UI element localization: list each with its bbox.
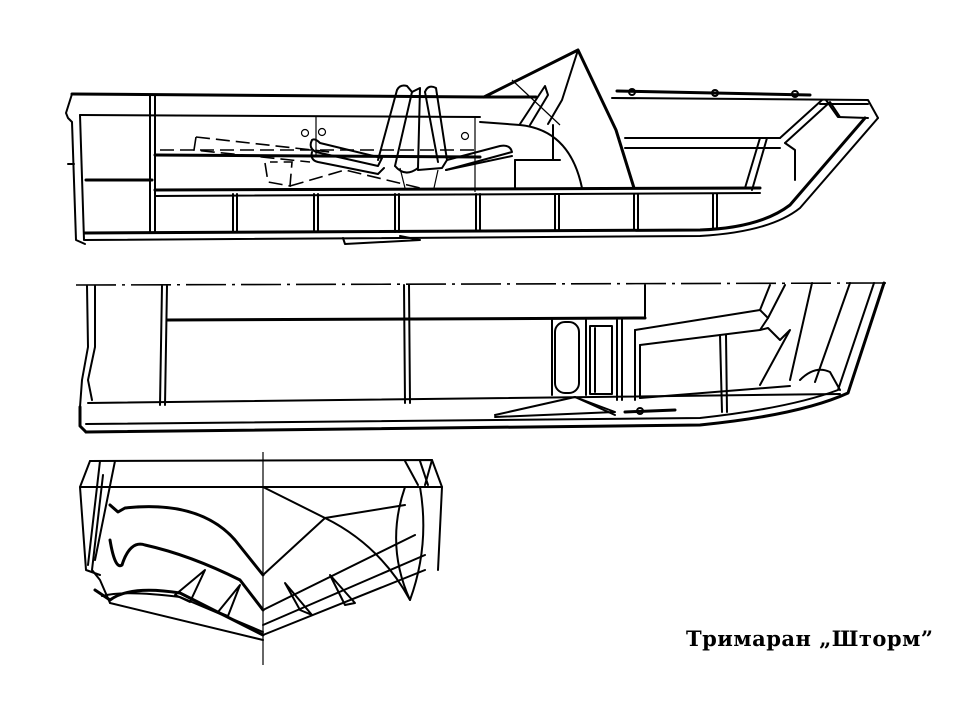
figure-caption: Тримаран „Шторм” (686, 626, 934, 651)
body-plan-view (79, 452, 443, 665)
side-profile-view (65, 48, 879, 245)
plan-view (75, 281, 891, 434)
